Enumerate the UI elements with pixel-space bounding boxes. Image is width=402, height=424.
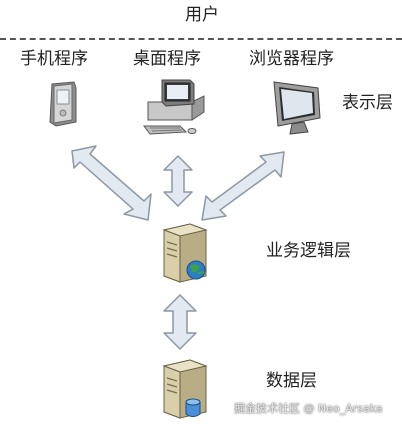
database-server-icon: [162, 359, 208, 419]
client-label-desktop: 桌面程序: [133, 49, 201, 69]
double-arrow-business-data: [163, 294, 197, 350]
presentation-layer-label: 表示层: [342, 93, 393, 113]
monitor-icon: [273, 81, 321, 135]
mobile-phone-icon: [49, 81, 77, 127]
double-arrow-desktop-business: [163, 155, 193, 207]
double-arrow-browser-business: [201, 151, 285, 221]
data-layer-label: 数据层: [266, 371, 317, 391]
watermark: 掘金技术社区 @ Neo_Arsaka: [234, 402, 383, 415]
business-layer-label: 业务逻辑层: [266, 241, 351, 261]
client-label-browser: 浏览器程序: [249, 49, 334, 69]
client-label-mobile: 手机程序: [20, 49, 88, 69]
user-divider: [0, 38, 402, 40]
desktop-computer-icon: [143, 79, 205, 135]
app-server-icon: [162, 223, 208, 283]
user-label: 用户: [185, 5, 219, 25]
double-arrow-mobile-business: [71, 145, 152, 221]
